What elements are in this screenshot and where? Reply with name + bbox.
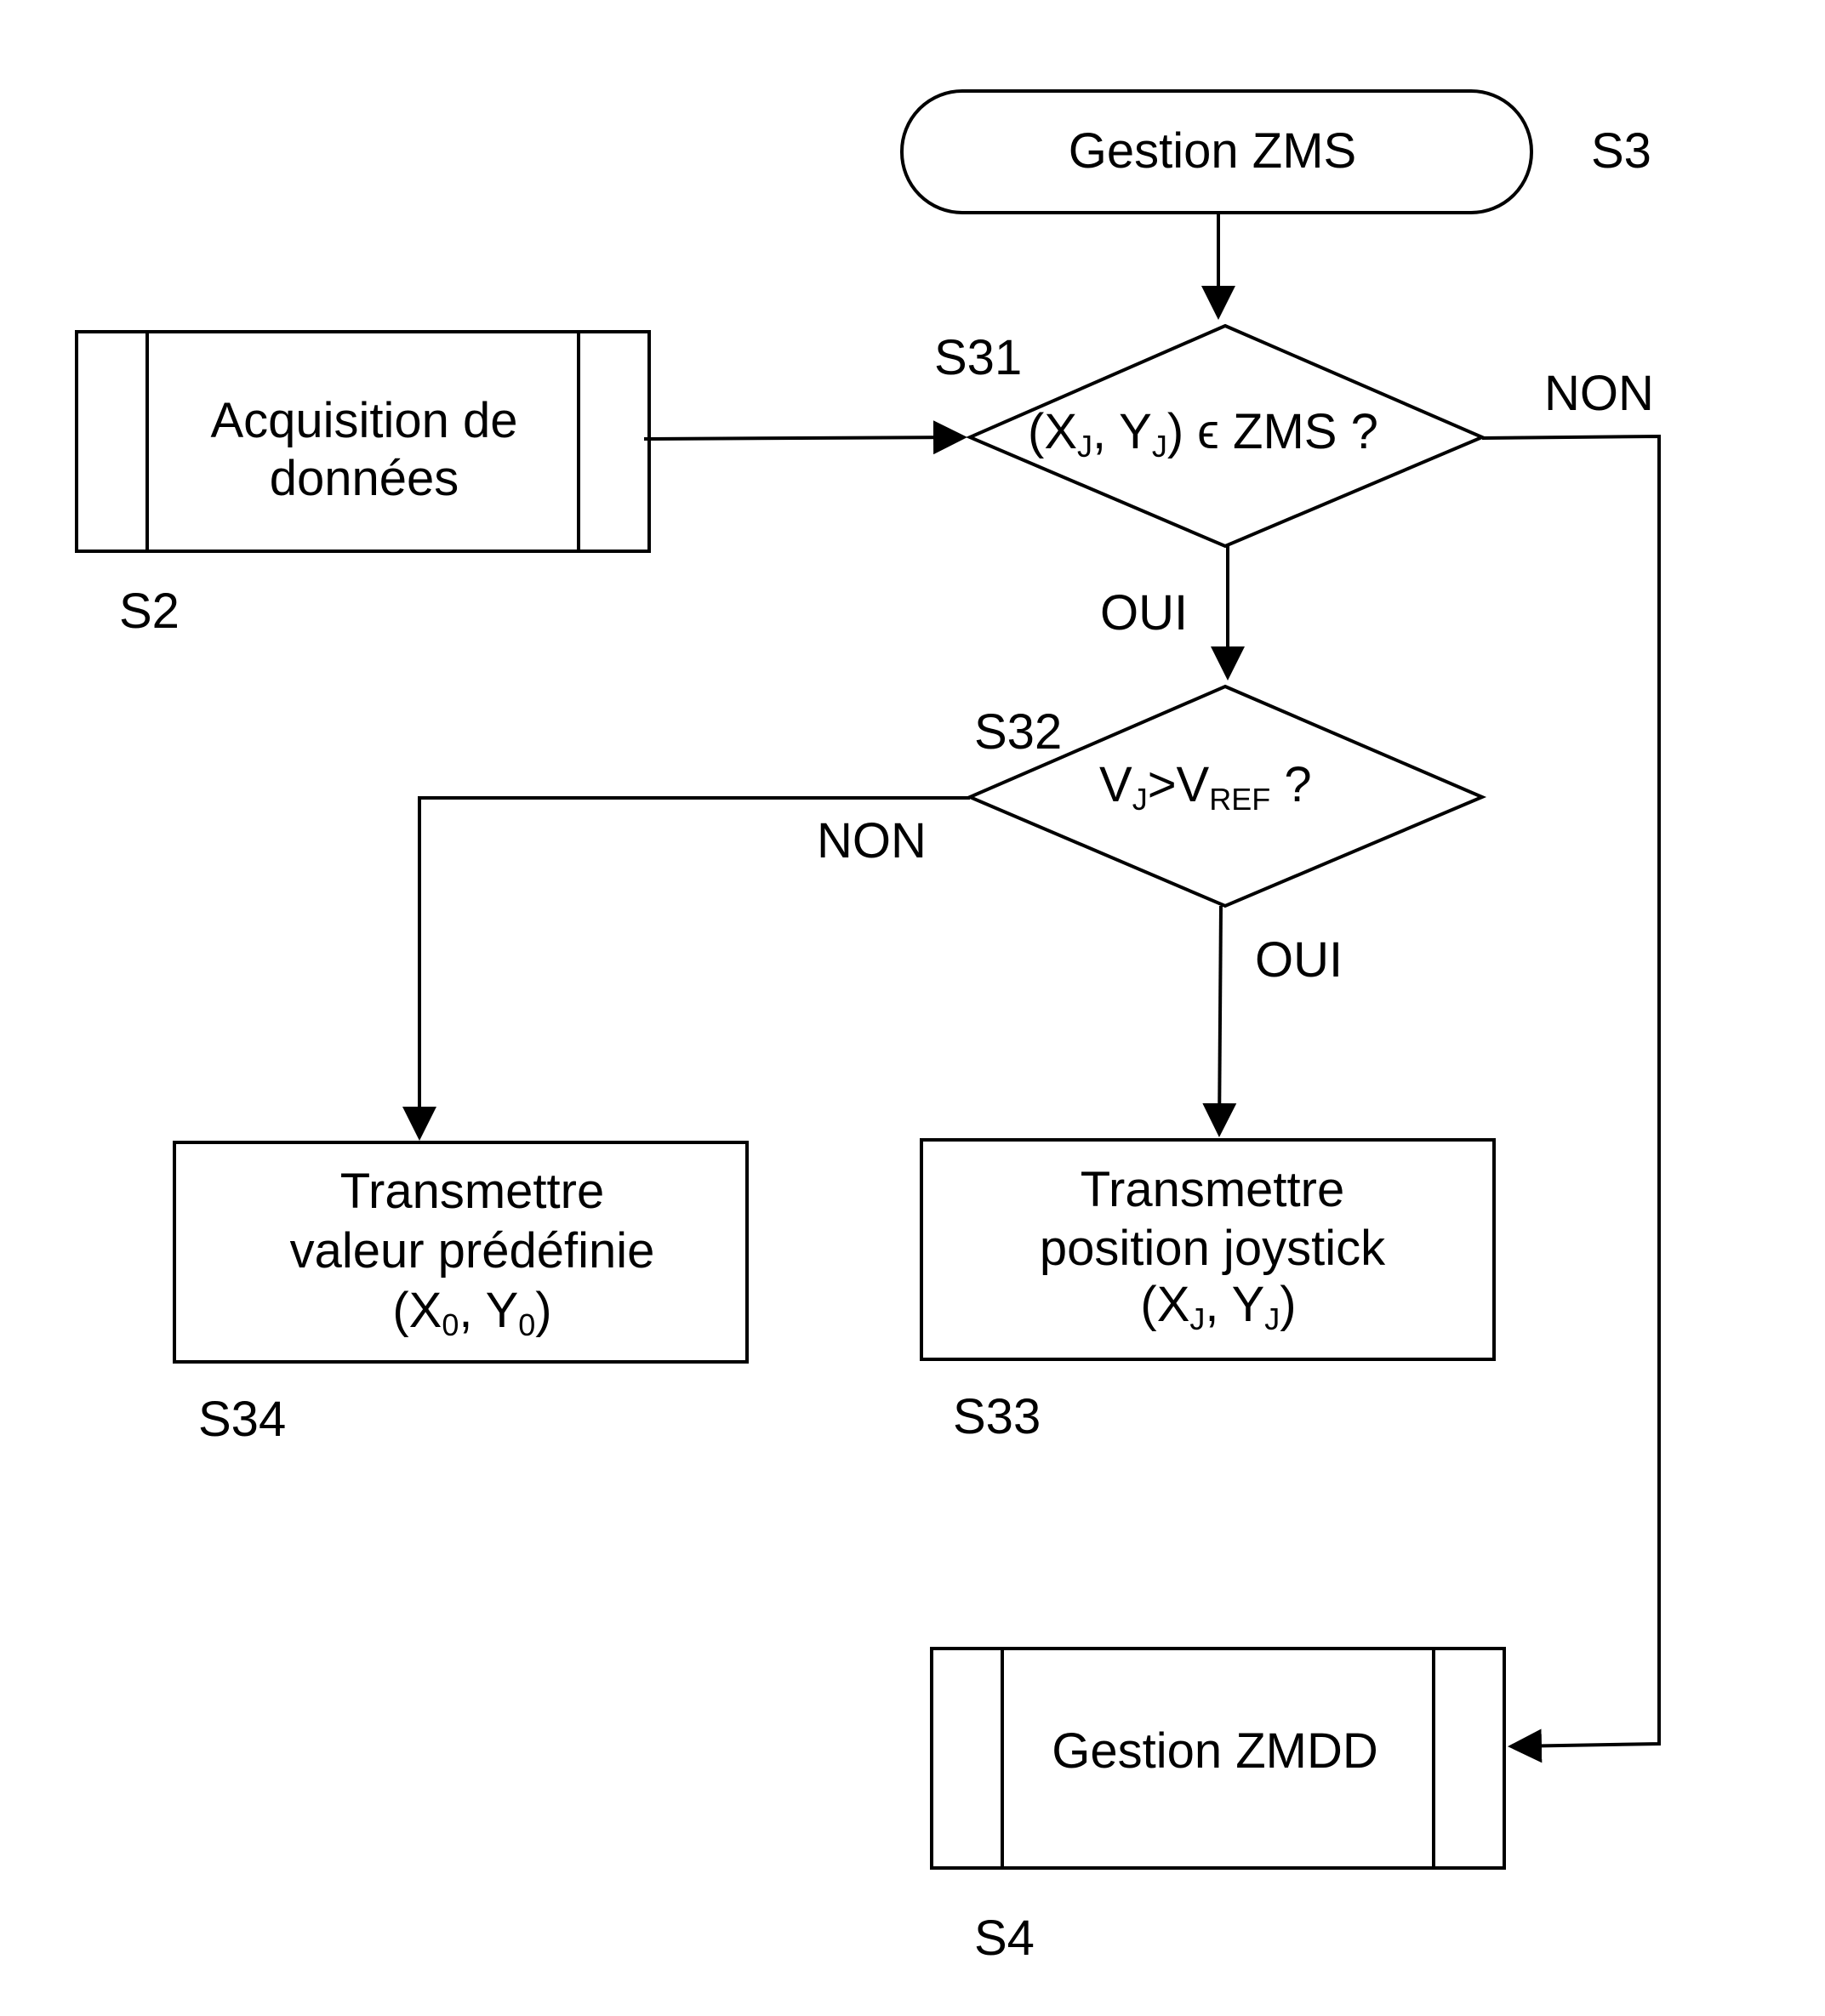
decision2-no-label: NON (817, 813, 927, 868)
decision2-condition: VJ>VREF ? (1099, 757, 1312, 817)
acquisition-label-line2: données (270, 451, 459, 506)
acquisition-label-line1: Acquisition de (210, 393, 517, 448)
decision2-yes-label: OUI (1255, 932, 1343, 988)
arrow-acquisition-to-decision1 (644, 437, 964, 439)
start-label: Gestion ZMS (1069, 123, 1356, 179)
acquisition-ref: S2 (119, 584, 180, 639)
decision1-yes-label: OUI (1100, 585, 1188, 641)
predefined-label-line1: Transmettre (340, 1164, 604, 1219)
decision1-ref: S31 (934, 330, 1022, 385)
predefined-label-line2: valeur prédéfinie (290, 1223, 655, 1279)
joystick-label-line2: position joystick (1040, 1221, 1386, 1276)
decision2-ref: S32 (974, 704, 1062, 760)
joystick-label-line1: Transmettre (1081, 1162, 1344, 1217)
start-ref: S3 (1591, 123, 1651, 179)
arrow-decision1-no-to-zmdd (1482, 436, 1659, 1746)
predefined-ref: S34 (198, 1392, 286, 1447)
zmdd-label: Gestion ZMDD (1052, 1723, 1378, 1779)
zmdd-ref: S4 (974, 1911, 1035, 1966)
joystick-ref: S33 (953, 1389, 1041, 1444)
decision1-no-label: NON (1544, 366, 1654, 421)
arrow-decision2-yes-to-joystick (1219, 906, 1221, 1134)
